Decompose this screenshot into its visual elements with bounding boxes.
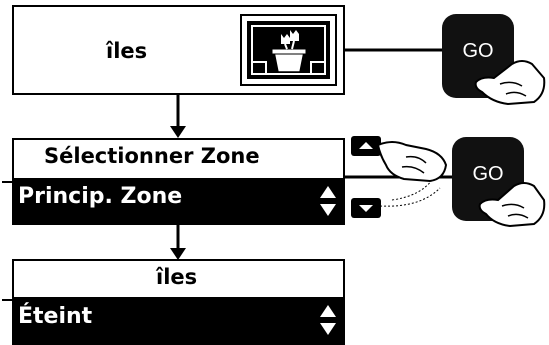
zone-selector-value: Princip. Zone (18, 184, 183, 209)
triangle-up-icon (359, 142, 373, 149)
up-key[interactable] (351, 136, 381, 156)
state-selector[interactable]: Éteint (14, 297, 343, 343)
triangle-down-icon (359, 205, 373, 212)
up-down-arrows-icon (320, 186, 336, 216)
down-key[interactable] (351, 198, 381, 218)
screen-islands: îles (12, 5, 345, 95)
up-down-arrows-icon (320, 305, 336, 335)
screen-islands-state: îles Éteint (12, 259, 345, 345)
screen-select-zone-title: Sélectionner Zone (44, 144, 260, 168)
go-button-label: GO (472, 163, 504, 185)
flower-pot-icon (240, 14, 337, 86)
screen-islands-state-title: îles (156, 265, 198, 289)
hand-pointer-icon (376, 141, 448, 183)
screen-select-zone: Sélectionner Zone Princip. Zone (12, 138, 345, 225)
go-button-label: GO (462, 40, 494, 62)
hand-pointer-icon (478, 182, 546, 228)
zone-selector[interactable]: Princip. Zone (14, 178, 343, 223)
state-selector-value: Éteint (18, 304, 93, 329)
screen-islands-label: îles (106, 39, 148, 63)
hand-pointer-icon (474, 60, 546, 106)
